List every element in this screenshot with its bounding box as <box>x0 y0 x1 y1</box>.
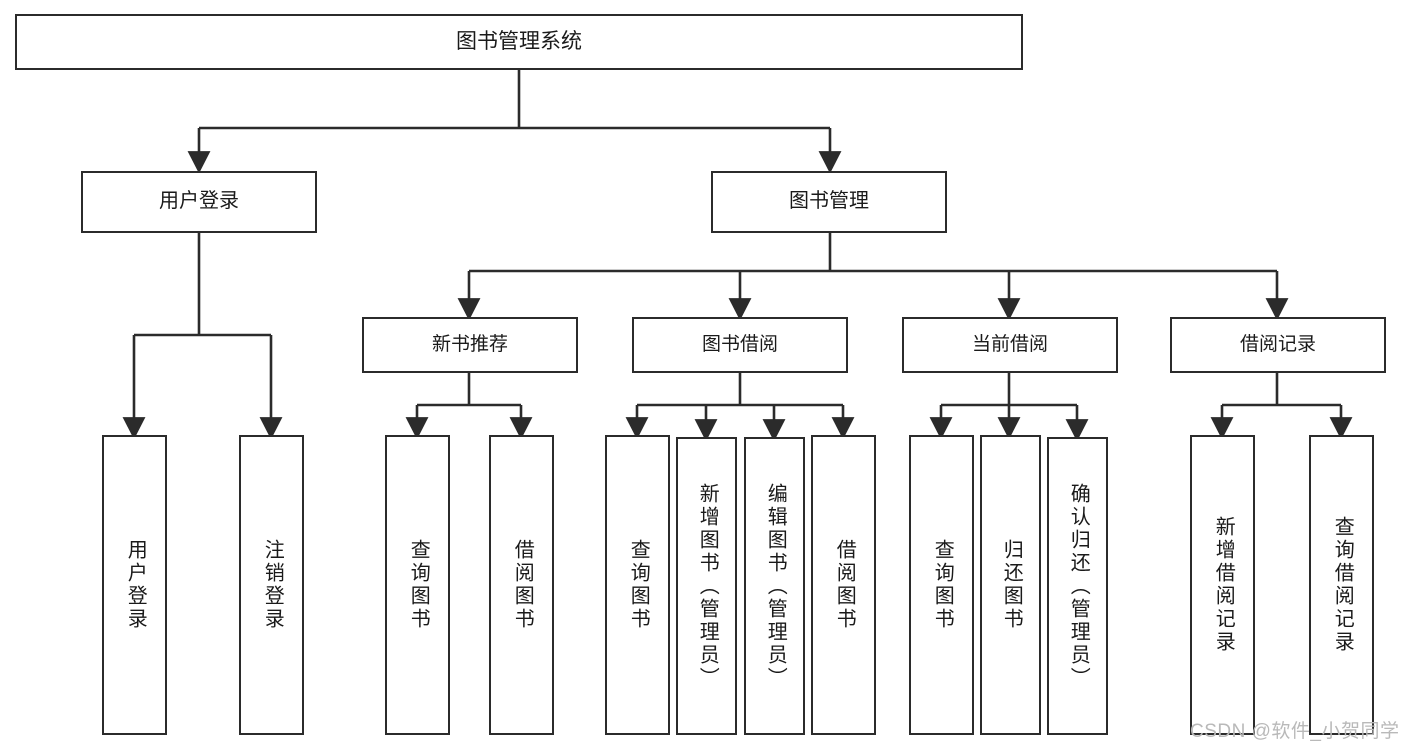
node-label: 确认归还（管理员） <box>1067 482 1090 690</box>
node-label: 查询图书 <box>931 539 954 631</box>
node-label: 借阅记录 <box>1239 333 1316 355</box>
node-root-book-management-system[interactable]: 图书管理系统 <box>15 14 1023 70</box>
node-leaf-confirm-return-admin[interactable]: 确认归还（管理员） <box>1047 437 1108 735</box>
node-book-borrow[interactable]: 图书借阅 <box>632 317 848 373</box>
node-leaf-query-book-borrow[interactable]: 查询图书 <box>605 435 670 735</box>
node-leaf-user-login[interactable]: 用户登录 <box>102 435 167 735</box>
node-leaf-edit-book-admin[interactable]: 编辑图书（管理员） <box>744 437 805 735</box>
node-label: 当前借阅 <box>971 333 1048 355</box>
node-label: 用户登录 <box>124 539 147 631</box>
node-leaf-add-book-admin[interactable]: 新增图书（管理员） <box>676 437 737 735</box>
node-label: 借阅图书 <box>833 539 856 631</box>
node-label: 注销登录 <box>261 539 284 631</box>
node-label: 新增借阅记录 <box>1212 516 1235 654</box>
csdn-watermark: CSDN @软件_小贺同学 <box>1190 721 1400 742</box>
node-label: 用户登录 <box>159 190 239 213</box>
node-label: 新增图书（管理员） <box>696 482 719 690</box>
node-book-management[interactable]: 图书管理 <box>711 171 947 233</box>
node-label: 编辑图书（管理员） <box>764 482 787 690</box>
node-leaf-query-borrow-record[interactable]: 查询借阅记录 <box>1309 435 1374 735</box>
node-leaf-return-book[interactable]: 归还图书 <box>980 435 1041 735</box>
node-label: 借阅图书 <box>511 539 534 631</box>
node-label: 查询图书 <box>627 539 650 631</box>
node-label: 图书管理系统 <box>456 29 582 53</box>
node-label: 归还图书 <box>1000 539 1023 631</box>
node-label: 查询借阅记录 <box>1331 516 1354 654</box>
node-new-book-recommend[interactable]: 新书推荐 <box>362 317 578 373</box>
node-borrow-record[interactable]: 借阅记录 <box>1170 317 1386 373</box>
node-leaf-borrow-book-recommend[interactable]: 借阅图书 <box>489 435 554 735</box>
node-label: 查询图书 <box>407 539 430 631</box>
node-label: 图书管理 <box>789 190 869 213</box>
node-leaf-logout-login[interactable]: 注销登录 <box>239 435 304 735</box>
node-label: 新书推荐 <box>431 333 508 355</box>
node-leaf-query-book-current[interactable]: 查询图书 <box>909 435 974 735</box>
node-leaf-query-book-recommend[interactable]: 查询图书 <box>385 435 450 735</box>
node-user-login[interactable]: 用户登录 <box>81 171 317 233</box>
node-current-borrow[interactable]: 当前借阅 <box>902 317 1118 373</box>
node-label: 图书借阅 <box>701 333 778 355</box>
node-leaf-borrow-book-borrow[interactable]: 借阅图书 <box>811 435 876 735</box>
node-leaf-add-borrow-record[interactable]: 新增借阅记录 <box>1190 435 1255 735</box>
